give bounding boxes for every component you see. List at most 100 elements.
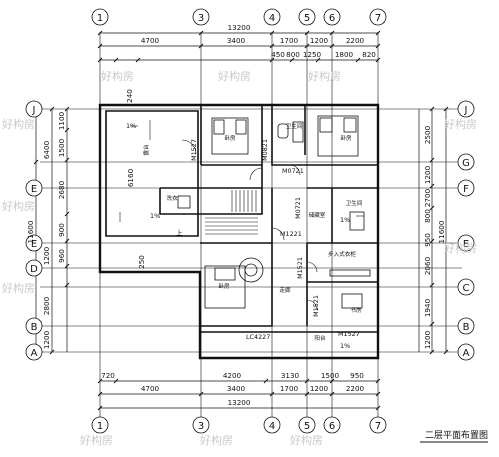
axis-label-left-D: D [30, 264, 38, 275]
room-terrace: 露台 [142, 144, 150, 156]
drawing-title: 二层平面布置图 [425, 429, 488, 441]
dim-right-6: 2060 [423, 256, 432, 275]
axis-label-right-A: A [463, 348, 470, 359]
axis-label-bottom-3: 3 [198, 421, 204, 432]
dim-left-in-2: 1500 [57, 138, 66, 157]
dim-top-2: 3400 [227, 36, 246, 45]
axis-label-bottom-7: 7 [375, 421, 381, 432]
room-bath-2: 卫生间 [346, 199, 363, 207]
watermark-7: 好构房 [444, 117, 477, 131]
room-study: 书房 [350, 306, 362, 314]
mark-up: 上 [176, 228, 183, 237]
dim-top-4: 1200 [310, 36, 329, 45]
dim-right-4: 800 [423, 209, 432, 223]
axis-label-right-B: B [463, 322, 470, 333]
dim-left-2: 1200 [42, 246, 51, 265]
dim-left-total: 11600 [26, 220, 35, 243]
furniture [177, 115, 371, 309]
room-bedroom-1: 卧房 [224, 134, 236, 142]
axis-label-bottom-1: 1 [97, 421, 103, 432]
dim-top-1: 4700 [141, 36, 160, 45]
dim-right-3: 950 [423, 233, 432, 247]
axis-label-bottom-4: 4 [269, 421, 275, 432]
dim-right-5: 2700 [423, 188, 432, 207]
dim-bot-1: 720 [101, 371, 115, 380]
dimension-ticks [33, 30, 449, 411]
room-corridor: 走廊 [279, 286, 291, 294]
dim-top-3: 1700 [280, 36, 299, 45]
watermark-5: 好构房 [2, 199, 35, 213]
watermark-9: 好构房 [80, 433, 113, 447]
dim-left-in-1: 1100 [57, 111, 66, 130]
dim-top2-1: 450 [271, 50, 285, 59]
dim-top-5: 2200 [346, 36, 365, 45]
mark-m1527-a: M1527 [190, 139, 198, 161]
dim-right-8: 1200 [423, 330, 432, 349]
watermark-8: 好构房 [444, 241, 477, 255]
dim-left-in-3: 2680 [57, 180, 66, 199]
axis-label-top-4: 4 [269, 13, 275, 24]
dim-bot2-3: 1700 [280, 384, 299, 393]
mark-m1221: M1221 [280, 230, 302, 238]
dim-bot-total: 13200 [228, 398, 251, 407]
mark-m0821: M0821 [261, 139, 269, 161]
watermark-2: 好构房 [218, 69, 251, 83]
dim-top2-2: 800 [286, 50, 300, 59]
dim-left-4: 1200 [42, 330, 51, 349]
mark-m0721-a: M0721 [282, 167, 304, 175]
mark-m1521-b: M1521 [312, 295, 320, 317]
dimension-lines [35, 32, 447, 409]
dim-bot2-5: 2200 [346, 384, 365, 393]
dim-bot-3: 3130 [281, 371, 300, 380]
axis-label-top-1: 1 [97, 13, 103, 24]
dim-right-2: 1200 [423, 165, 432, 184]
axis-label-top-6: 6 [329, 13, 335, 24]
axis-label-left-B: B [31, 322, 38, 333]
axis-label-left-A: A [31, 348, 38, 359]
axis-label-top-3: 3 [198, 13, 204, 24]
axis-label-right-F: F [463, 184, 469, 195]
mark-lc4227: LC4227 [246, 333, 270, 341]
axis-label-top-5: 5 [304, 13, 310, 24]
dim-top2-4: 1800 [335, 50, 354, 59]
dim-top2-3: 1250 [303, 50, 322, 59]
room-walkin: 步入式衣柜 [328, 250, 356, 258]
axis-label-right-G: G [462, 158, 470, 169]
dim-bot2-4: 1200 [310, 384, 329, 393]
mark-m1521-a: M1521 [296, 257, 304, 279]
mark-pct-3: 1% [340, 216, 350, 224]
watermark-11: 好构房 [290, 433, 323, 447]
interior-walls [105, 105, 378, 333]
door-swings [181, 139, 318, 311]
dim-inner-6160: 6160 [126, 168, 135, 187]
axis-label-right-E: E [463, 239, 469, 250]
dim-right-1: 2500 [423, 125, 432, 144]
room-bath-1: 卫生间 [286, 122, 303, 130]
axis-label-left-E2: E [31, 239, 37, 250]
watermarks: 好构房 好构房 好构房 好构房 好构房 好构房 好构房 好构房 好构房 好构房 … [2, 69, 477, 447]
dim-top2-5: 820 [362, 50, 376, 59]
dim-left-in-7: 240 [125, 89, 134, 103]
mark-m1527-b: M1527 [338, 330, 360, 338]
watermark-6: 好构房 [2, 281, 35, 295]
room-balcony: 阳台 [314, 334, 326, 342]
dim-right-7: 1940 [423, 298, 432, 317]
mark-pct-1: 1% [126, 122, 136, 130]
dim-left-1: 6400 [42, 140, 51, 159]
dim-top-total: 13200 [228, 23, 251, 32]
axis-bubbles [25, 8, 475, 434]
axis-label-right-J: J [464, 105, 468, 116]
room-bedroom-3: 卧房 [218, 282, 230, 290]
dim-left-3: 2800 [42, 296, 51, 315]
watermark-1: 好构房 [101, 69, 134, 83]
axis-label-bottom-5: 5 [304, 421, 310, 432]
room-laundry: 洗衣 [166, 194, 178, 202]
dim-bot-5: 950 [350, 371, 364, 380]
dim-bot2-1: 4700 [141, 384, 160, 393]
axis-label-right-C: C [463, 283, 470, 294]
dim-left-in-4: 900 [57, 223, 66, 237]
axis-label-bottom-6: 6 [329, 421, 335, 432]
watermark-10: 好构房 [200, 433, 233, 447]
